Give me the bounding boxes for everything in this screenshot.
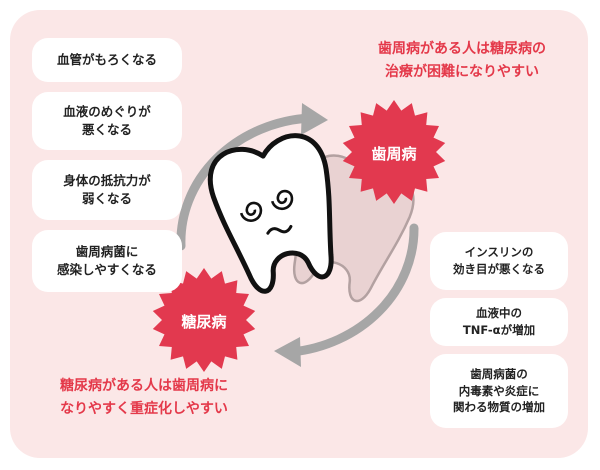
card-text: 身体の抵抗力が xyxy=(63,172,151,188)
note-line: 歯周病がある人は糖尿病の xyxy=(378,41,546,57)
periodontal-label: 歯周病 xyxy=(371,145,417,163)
note-line: 糖尿病がある人は歯周病に xyxy=(60,378,228,394)
periodontal-burst xyxy=(342,100,446,204)
diabetes-label: 糖尿病 xyxy=(181,313,227,331)
card-text: 歯周病菌に xyxy=(75,243,139,259)
card-text: 感染しやすくなる xyxy=(57,262,157,277)
sick-tooth-icon xyxy=(207,133,334,294)
card-text: 血液中の xyxy=(476,306,522,321)
diabetes-burst xyxy=(152,268,256,372)
left-effect-card: 歯周病菌に 感染しやすくなる xyxy=(32,230,182,292)
note-line: なりやすく重症化しやすい xyxy=(60,401,228,418)
card-text: 悪くなる xyxy=(81,122,132,137)
card-text: TNF-αが増加 xyxy=(462,323,536,337)
card-text: 血管がもろくなる xyxy=(56,51,157,67)
card-text: 歯周病菌の xyxy=(470,366,528,381)
note-top: 歯周病がある人は糖尿病の 治療が困難になりやすい xyxy=(352,38,572,84)
right-effect-card: インスリンの 効き目が悪くなる xyxy=(430,232,568,290)
left-effect-card: 身体の抵抗力が 弱くなる xyxy=(32,160,182,220)
card-text: 弱くなる xyxy=(81,191,132,206)
card-text: 関わる物質の増加 xyxy=(453,400,545,415)
note-bottom: 糖尿病がある人は歯周病に なりやすく重症化しやすい xyxy=(24,375,264,421)
card-text: 内毒素や炎症に xyxy=(458,383,540,398)
left-effect-card: 血液のめぐりが 悪くなる xyxy=(32,92,182,150)
right-effect-card: 血液中の TNF-αが増加 xyxy=(430,298,568,346)
card-text: 効き目が悪くなる xyxy=(453,262,545,276)
right-effect-card: 歯周病菌の 内毒素や炎症に 関わる物質の増加 xyxy=(430,354,568,428)
card-text: 血液のめぐりが xyxy=(63,103,151,119)
card-text: インスリンの xyxy=(464,245,534,260)
left-effect-card: 血管がもろくなる xyxy=(32,38,182,82)
note-line: 治療が困難になりやすい xyxy=(385,64,539,81)
